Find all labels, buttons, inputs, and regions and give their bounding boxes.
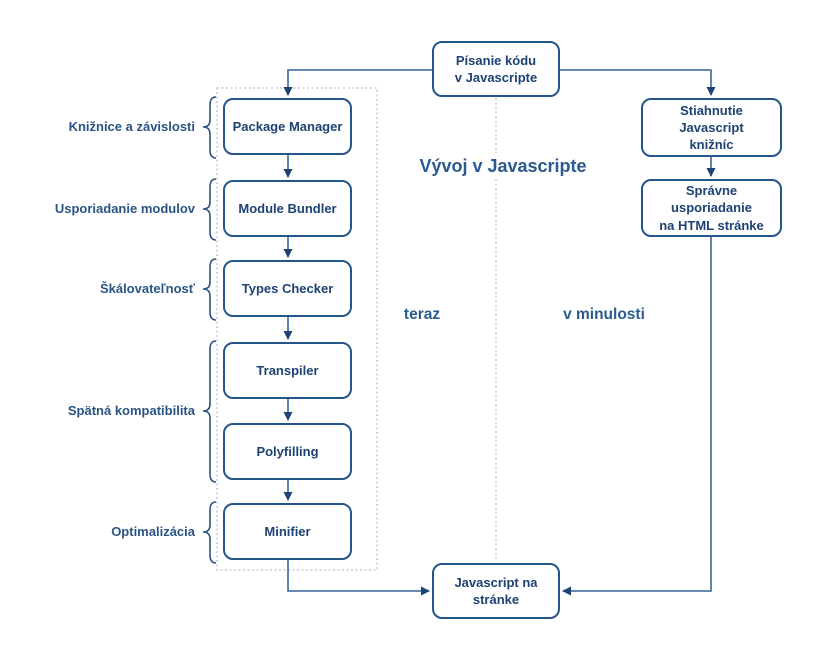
brace-scalability <box>202 258 217 321</box>
brace-libraries <box>202 96 217 159</box>
node-polyfilling: Polyfilling <box>223 423 352 480</box>
brace-optimization <box>202 501 217 564</box>
node-javascript-on-page-label: Javascript na stránke <box>454 574 538 607</box>
label-libraries-dependencies: Knižnice a závislosti <box>68 119 195 134</box>
label-backward-compatibility: Spätná kompatibilita <box>67 403 195 418</box>
era-label-past: v minulosti <box>563 306 645 323</box>
connector-top-to-package-manager <box>283 69 432 96</box>
node-minifier-label: Minifier <box>264 523 311 539</box>
node-module-bundler-label: Module Bundler <box>238 200 337 216</box>
label-scalability: Škálovateľnosť <box>99 281 195 296</box>
node-writing-code-label: Písanie kódu v Javascripte <box>454 52 538 85</box>
node-javascript-on-page: Javascript na stránke <box>432 563 560 619</box>
node-download-libraries: Stiahnutie Javascript knižníc <box>641 98 782 157</box>
label-optimization: Optimalizácia <box>111 524 195 539</box>
node-package-manager: Package Manager <box>223 98 352 155</box>
era-label-now: teraz <box>403 306 441 323</box>
node-types-checker: Types Checker <box>223 260 352 317</box>
node-download-libraries-label: Stiahnutie Javascript knižníc <box>679 102 744 153</box>
diagram-title: Vývoj v Javascripte <box>405 153 601 179</box>
node-transpiler: Transpiler <box>223 342 352 399</box>
node-minifier: Minifier <box>223 503 352 560</box>
brace-modules <box>202 178 217 241</box>
connector-top-to-download <box>560 69 716 96</box>
node-types-checker-label: Types Checker <box>241 280 334 296</box>
connector-arrangement-to-bottom <box>562 237 712 596</box>
node-writing-code: Písanie kódu v Javascripte <box>432 41 560 97</box>
node-package-manager-label: Package Manager <box>232 118 343 134</box>
node-transpiler-label: Transpiler <box>256 362 319 378</box>
node-module-bundler: Module Bundler <box>223 180 352 237</box>
node-html-arrangement-label: Správne usporiadanie na HTML stránke <box>659 183 764 233</box>
toolchain-group-outline <box>216 87 378 571</box>
label-module-arrangement: Usporiadanie modulov <box>54 201 195 216</box>
connector-minifier-to-bottom <box>287 560 430 596</box>
node-polyfilling-label: Polyfilling <box>256 443 319 459</box>
node-html-arrangement: Správne usporiadanie na HTML stránke <box>641 179 782 237</box>
brace-compatibility <box>202 340 217 483</box>
